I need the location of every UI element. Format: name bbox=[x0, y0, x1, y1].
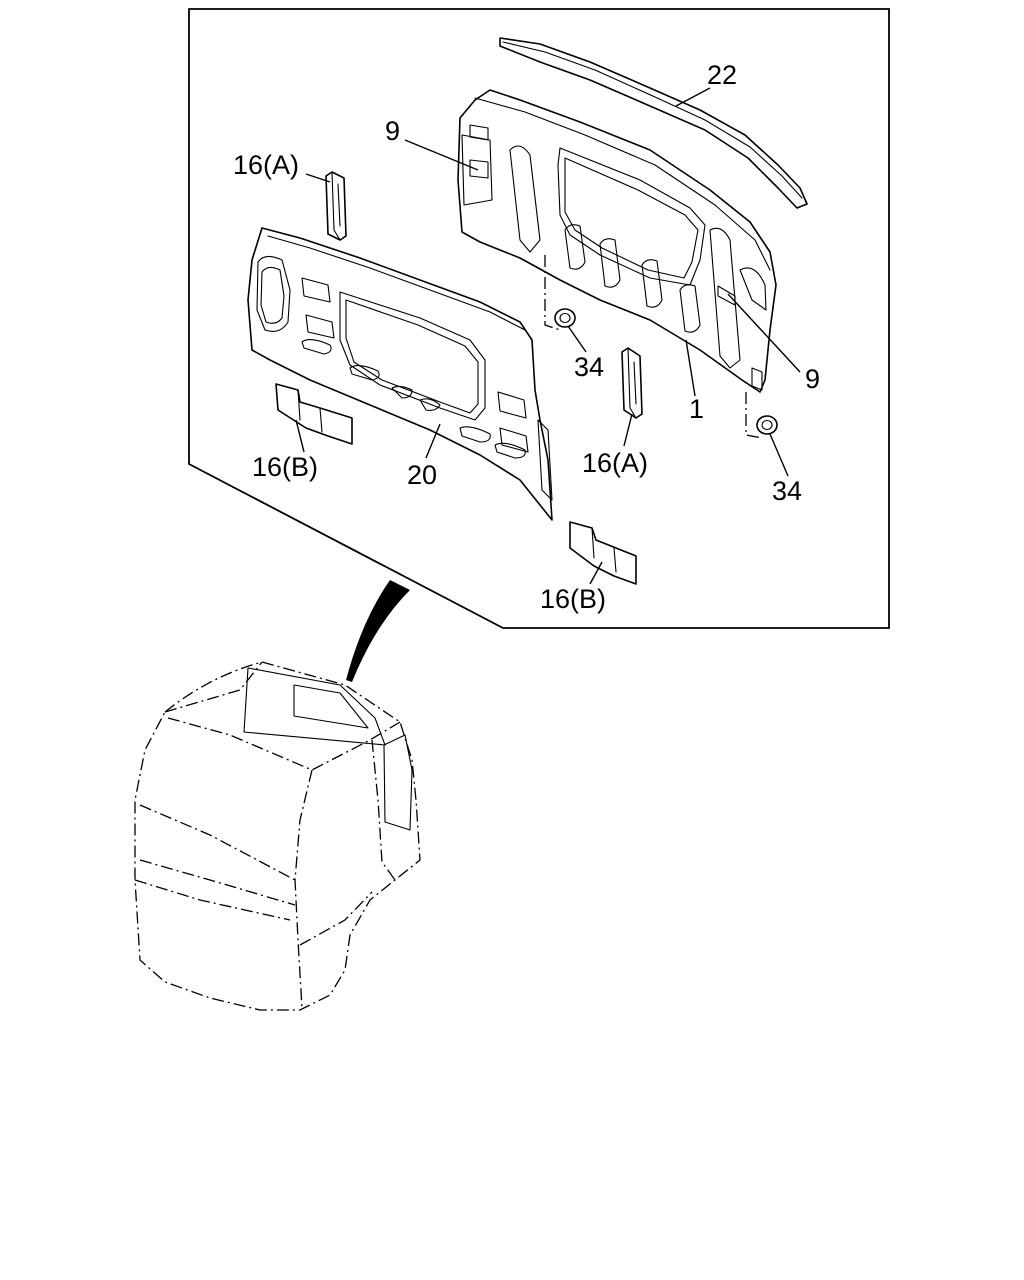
cab-outline bbox=[134, 661, 421, 1011]
part-1-back-panel bbox=[457, 89, 777, 439]
part-22-seal-strip bbox=[499, 37, 808, 209]
callout-16b-left: 16(B) bbox=[252, 452, 318, 482]
part-16a-lower bbox=[621, 347, 643, 419]
callout-22: 22 bbox=[707, 60, 737, 90]
callout-34-lower: 34 bbox=[772, 476, 802, 506]
callout-1: 1 bbox=[689, 394, 704, 424]
callout-frame bbox=[188, 8, 890, 629]
callout-9-right: 9 bbox=[805, 364, 820, 394]
part-16b-lower bbox=[569, 521, 637, 585]
callout-16b-lower: 16(B) bbox=[540, 584, 606, 614]
part-20-inner-panel bbox=[247, 227, 553, 521]
callout-9-upper: 9 bbox=[385, 116, 400, 146]
callout-16a-upper: 16(A) bbox=[233, 150, 299, 180]
callout-34-upper: 34 bbox=[574, 352, 604, 382]
leader-lines bbox=[295, 87, 801, 585]
part-16a-upper bbox=[325, 171, 347, 241]
pointer-wedge bbox=[346, 580, 410, 682]
callout-16a-lower: 16(A) bbox=[582, 448, 648, 478]
part-34-grommet-upper bbox=[554, 308, 576, 328]
callout-20: 20 bbox=[407, 460, 437, 490]
part-34-grommet-lower bbox=[756, 415, 778, 435]
part-16b-left bbox=[275, 383, 353, 445]
